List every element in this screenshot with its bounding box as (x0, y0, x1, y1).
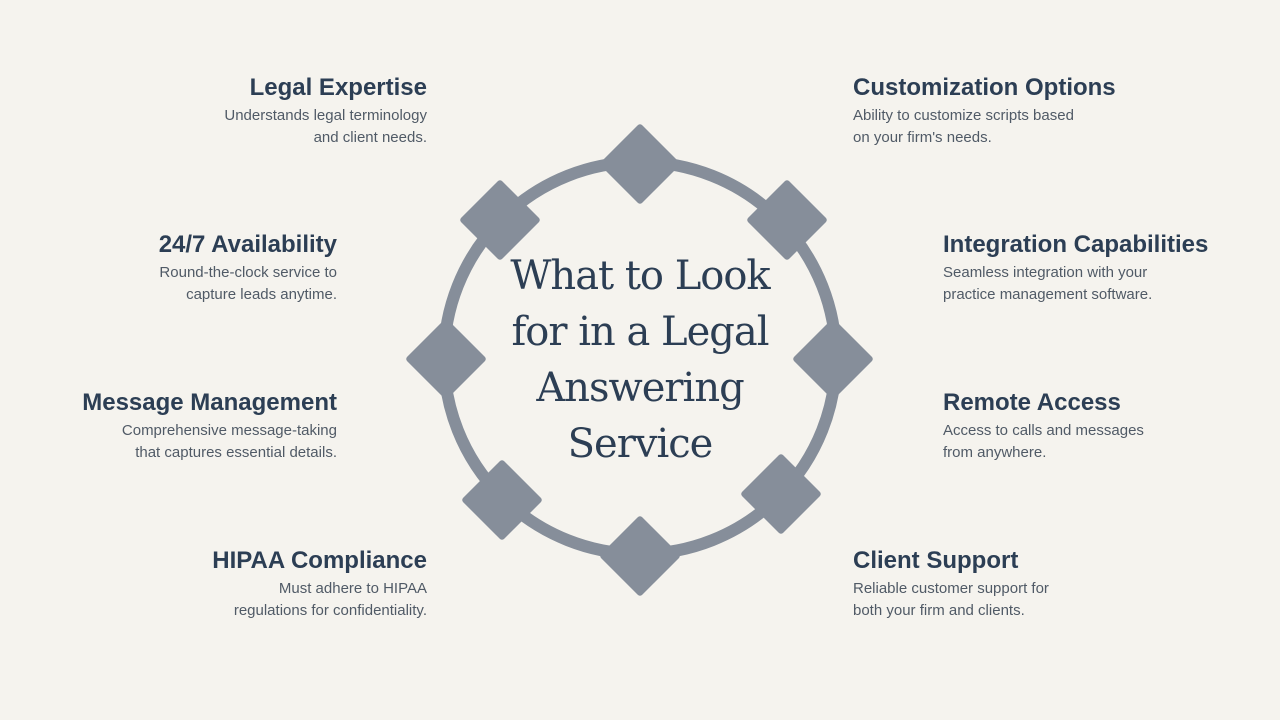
diagram-title: What to Look for in a Legal Answering Se… (490, 248, 790, 472)
title-line: for in a Legal (511, 309, 769, 355)
item-title: Legal Expertise (249, 74, 427, 101)
description-line: Seamless integration with your (943, 264, 1148, 281)
item-description: Seamless integration with your practice … (943, 262, 1263, 306)
title-line: Answering (536, 365, 744, 411)
item-description: Access to calls and messages from anywhe… (943, 420, 1263, 464)
description-line: capture leads anytime. (186, 286, 337, 303)
item-description: Must adhere to HIPAA regulations for con… (107, 578, 427, 622)
diamond-node-top-left (460, 180, 540, 260)
diamond-node-bottom (600, 516, 680, 596)
description-line: practice management software. (943, 286, 1153, 303)
item-title: Message Management (82, 389, 337, 416)
item-legal-expertise: Legal Expertise Understands legal termin… (107, 73, 427, 149)
item-description: Ability to customize scripts based on yo… (853, 105, 1173, 149)
item-title: 24/7 Availability (158, 231, 337, 258)
item-integration-capabilities: Integration Capabilities Seamless integr… (943, 230, 1263, 306)
item-description: Reliable customer support for both your … (853, 578, 1173, 622)
item-description: Understands legal terminology and client… (107, 105, 427, 149)
title-line: What to Look (510, 253, 770, 299)
description-line: Reliable customer support for (853, 580, 1049, 597)
description-line: Comprehensive message-taking (121, 422, 337, 439)
description-line: and client needs. (313, 129, 427, 146)
diamond-node-bottom-right (741, 454, 821, 534)
diamond-node-right (793, 319, 873, 399)
item-message-management: Message Management Comprehensive message… (17, 388, 337, 464)
description-line: that captures essential details. (135, 444, 337, 461)
item-24-7-availability: 24/7 Availability Round-the-clock servic… (17, 230, 337, 306)
item-description: Round-the-clock service to capture leads… (17, 262, 337, 306)
item-title: Customization Options (853, 74, 1116, 101)
description-line: Round-the-clock service to (159, 264, 337, 281)
diamond-node-top (600, 124, 680, 204)
item-title: Integration Capabilities (943, 231, 1209, 258)
item-title: Remote Access (943, 389, 1121, 416)
description-line: regulations for confidentiality. (233, 602, 427, 619)
description-line: Ability to customize scripts based (853, 107, 1074, 124)
description-line: from anywhere. (943, 444, 1047, 461)
item-description: Comprehensive message-taking that captur… (17, 420, 337, 464)
description-line: Access to calls and messages (943, 422, 1144, 439)
item-customization-options: Customization Options Ability to customi… (853, 73, 1173, 149)
item-remote-access: Remote Access Access to calls and messag… (943, 388, 1263, 464)
diamond-node-top-right (747, 180, 827, 260)
item-client-support: Client Support Reliable customer support… (853, 546, 1173, 622)
description-line: Understands legal terminology (224, 107, 427, 124)
description-line: Must adhere to HIPAA (278, 580, 427, 597)
description-line: on your firm's needs. (853, 129, 992, 146)
diamond-node-left (406, 319, 486, 399)
item-hipaa-compliance: HIPAA Compliance Must adhere to HIPAA re… (107, 546, 427, 622)
diamond-node-bottom-left (462, 460, 542, 540)
item-title: HIPAA Compliance (212, 547, 427, 574)
item-title: Client Support (853, 547, 1019, 574)
description-line: both your firm and clients. (853, 602, 1025, 619)
title-line: Service (567, 421, 714, 467)
